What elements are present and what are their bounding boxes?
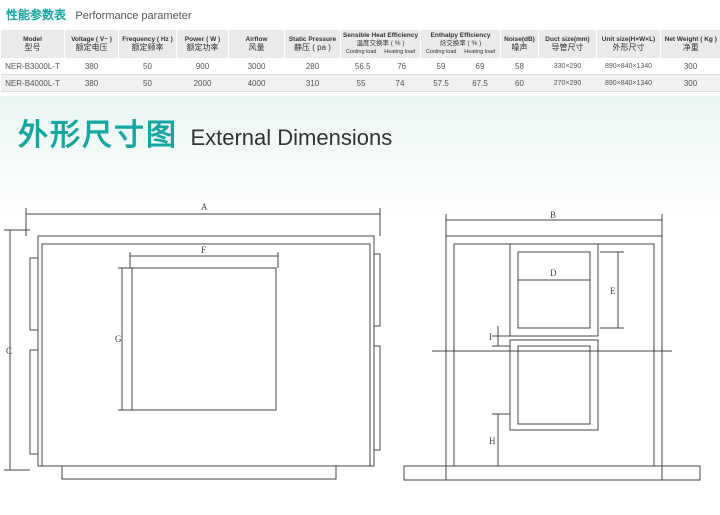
col-header-duct: Duct size(mm)导管尺寸 xyxy=(538,30,597,58)
cell-duct: 330×290 xyxy=(538,58,597,75)
col-header-noise: Noise(dB)噪声 xyxy=(500,30,539,58)
label-c: C xyxy=(6,346,12,356)
cell-unit-size: 890×840×1340 xyxy=(596,58,661,75)
left-flange-top xyxy=(29,257,39,331)
front-base-rail xyxy=(61,465,337,480)
upper-duct-frame xyxy=(509,243,599,337)
cell-pressure: 310 xyxy=(284,74,341,92)
lower-duct-opening xyxy=(517,345,591,425)
side-base-rail xyxy=(403,465,701,481)
label-a: A xyxy=(201,202,208,212)
cell-power: 900 xyxy=(176,58,229,75)
col-header-weight: Net Weight ( Kg )净重 xyxy=(660,30,720,58)
cell-frequency: 50 xyxy=(118,58,177,75)
performance-title-en: Performance parameter xyxy=(75,10,192,22)
cell-noise: 58 xyxy=(500,58,539,75)
label-b: B xyxy=(550,210,556,220)
side-view xyxy=(403,214,701,481)
left-flange-bottom xyxy=(29,349,39,455)
dimensions-title-cn: 外形尺寸图 xyxy=(18,119,178,152)
dimensions-title-en: External Dimensions xyxy=(190,125,393,150)
right-flange-top xyxy=(373,253,381,327)
cell-airflow: 4000 xyxy=(228,74,285,92)
cell-weight: 300 xyxy=(660,58,720,75)
cell-weight: 300 xyxy=(660,74,720,92)
front-body-outline xyxy=(37,235,375,467)
right-flange-bottom xyxy=(373,345,381,451)
front-duct-opening xyxy=(131,267,277,411)
col-header-voltage: Voltage ( V~ )额定电压 xyxy=(64,30,119,58)
cell-duct: 270×290 xyxy=(538,74,597,92)
performance-title: 性能参数表 Performance parameter xyxy=(6,6,192,23)
lower-duct-frame xyxy=(509,339,599,431)
dimensions-section xyxy=(0,96,720,515)
col-header-frequency: Frequency ( Hz )额定频率 xyxy=(118,30,177,58)
cell-model: NER-B4000L-T xyxy=(0,74,65,92)
dimension-labels: A C F G B D E I H xyxy=(6,202,616,446)
cell-pressure: 280 xyxy=(284,58,341,75)
label-f: F xyxy=(201,245,206,255)
label-g: G xyxy=(115,334,122,344)
label-d: D xyxy=(550,268,557,278)
cell-frequency: 50 xyxy=(118,74,177,92)
label-h: H xyxy=(489,436,496,446)
cell-noise: 60 xyxy=(500,74,539,92)
front-view xyxy=(4,208,381,480)
front-inner-panel xyxy=(41,243,371,467)
upper-duct-opening xyxy=(517,251,591,329)
cell-power: 2000 xyxy=(176,74,229,92)
cell-voltage: 380 xyxy=(64,58,119,75)
col-header-unit-size: Unit size(H×W×L)外形尺寸 xyxy=(596,30,661,58)
col-header-power: Power ( W )额定功率 xyxy=(176,30,229,58)
performance-title-cn: 性能参数表 xyxy=(6,8,67,22)
dimensions-title: 外形尺寸图 External Dimensions xyxy=(18,110,392,154)
label-i: I xyxy=(489,332,492,342)
label-e: E xyxy=(610,286,616,296)
cell-voltage: 380 xyxy=(64,74,119,92)
cell-model: NER-B3000L-T xyxy=(0,58,65,75)
cell-unit-size: 890×840×1340 xyxy=(596,74,661,92)
cell-airflow: 3000 xyxy=(228,58,285,75)
